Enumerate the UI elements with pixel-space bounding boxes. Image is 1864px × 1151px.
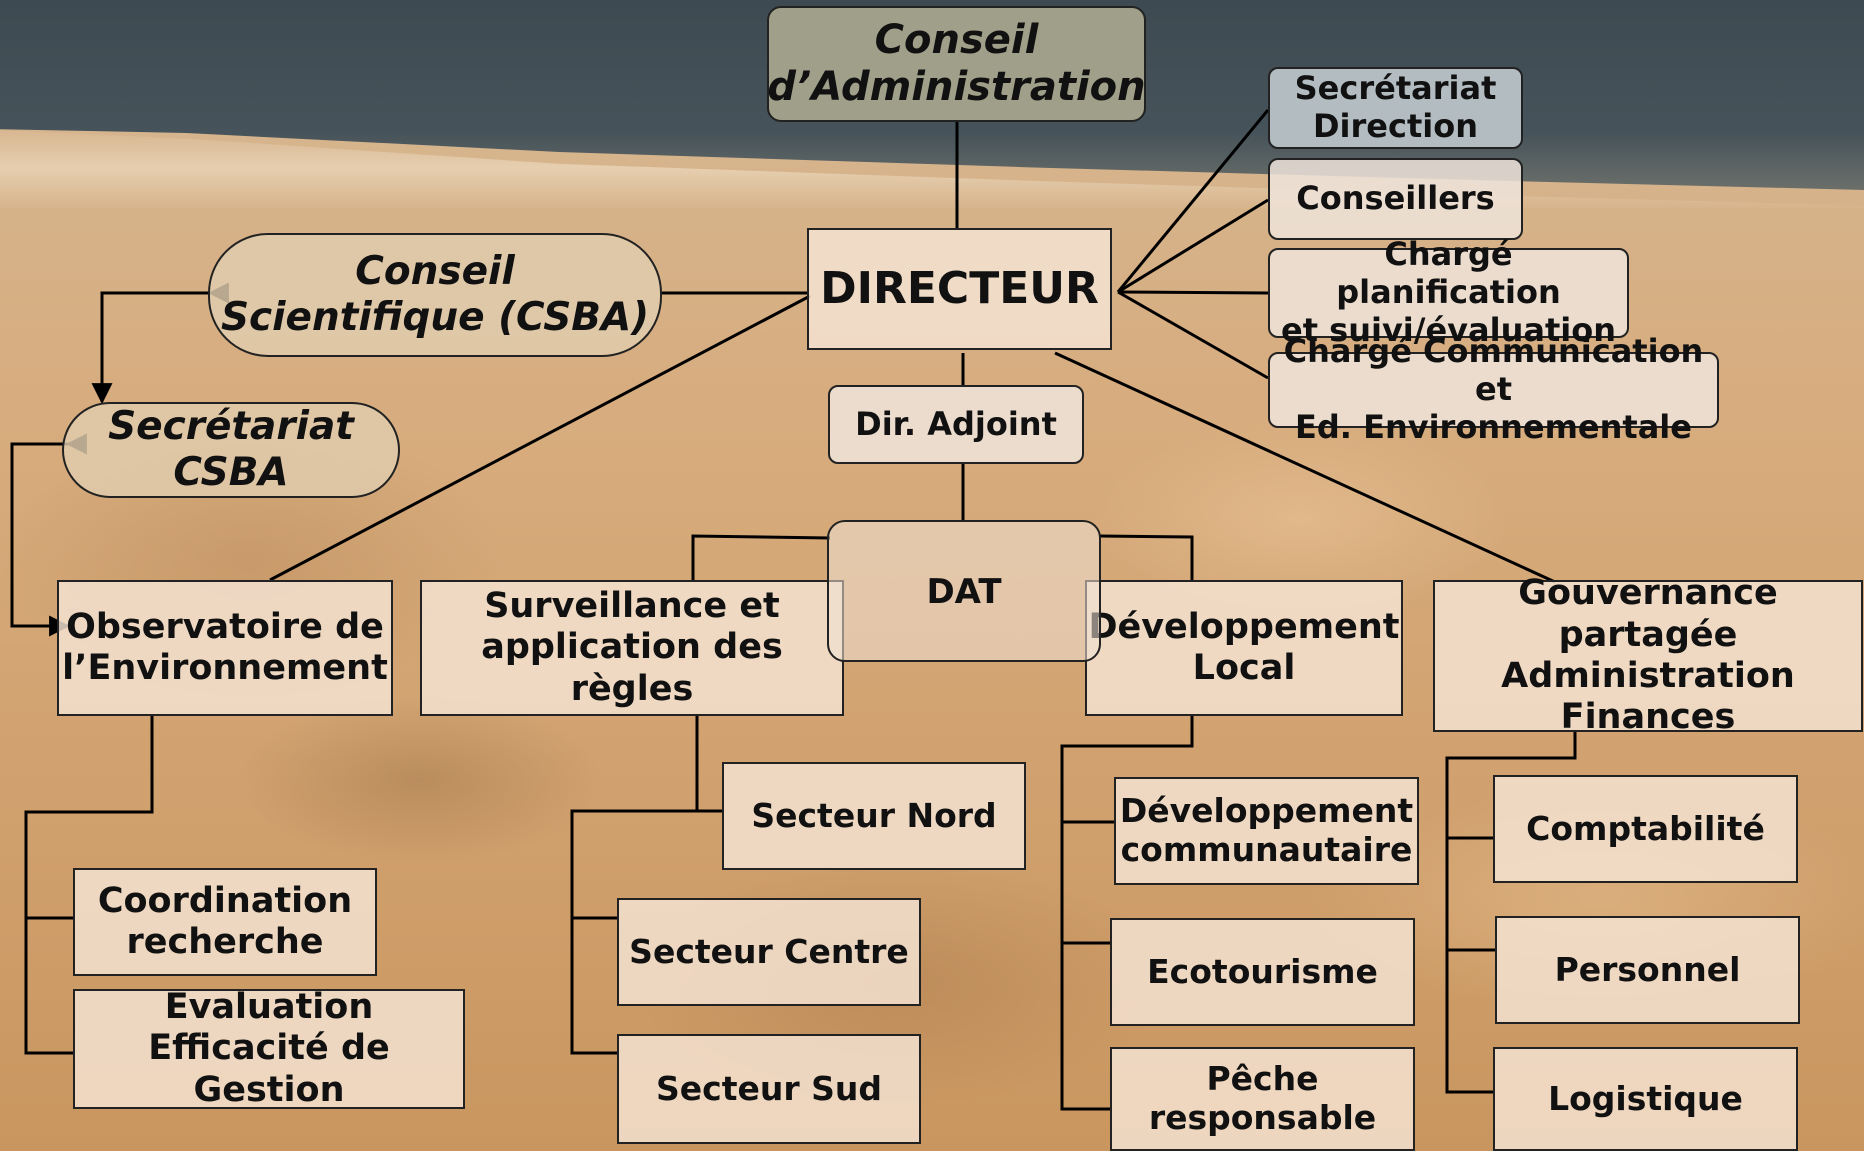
node-comptabilite: Comptabilité <box>1493 775 1798 883</box>
node-coordination-recherche: Coordination recherche <box>73 868 377 976</box>
connector-arrow-sec-obs <box>10 433 87 637</box>
connector-directeur-secretariat <box>1116 109 1270 293</box>
connector-surveillance-branch <box>570 716 699 1055</box>
node-peche-responsable: Pêche responsable <box>1110 1047 1415 1151</box>
node-developpement-communautaire: Développement communautaire <box>1114 777 1419 885</box>
node-dat: DAT <box>827 520 1101 662</box>
connector-gouvernance-branch <box>1445 732 1577 1094</box>
connector-observatoire-branch <box>24 716 154 1055</box>
node-secretariat-direction: Secrétariat Direction <box>1268 67 1523 149</box>
node-secteur-centre: Secteur Centre <box>617 898 921 1006</box>
connector-arrow-cs-sec <box>91 282 229 405</box>
node-surveillance: Surveillance et application des règles <box>420 580 844 716</box>
connector-directeur-observatoire <box>269 294 811 582</box>
connector-dat-surveillance <box>691 534 831 580</box>
node-conseil-administration: Conseil d’Administration <box>767 6 1146 122</box>
connector-directeur-conseillers <box>1117 198 1269 294</box>
node-developpement-local: Développement Local <box>1085 580 1403 716</box>
node-gouvernance: Gouvernance partagée Administration Fina… <box>1433 573 1863 737</box>
connector-directeur-communication <box>1117 290 1269 380</box>
connector-directeur-planification <box>1117 290 1269 295</box>
node-conseil-scientifique: Conseil Scientifique (CSBA) <box>208 233 662 357</box>
node-secteur-nord: Secteur Nord <box>722 762 1026 870</box>
connector-devlocal-branch <box>1060 716 1194 1111</box>
node-logistique: Logistique <box>1493 1047 1798 1151</box>
node-dir-adjoint: Dir. Adjoint <box>828 385 1084 464</box>
node-directeur: DIRECTEUR <box>807 228 1112 350</box>
node-charge-communication: Chargé Communication et Ed. Environnemen… <box>1268 332 1719 446</box>
node-evaluation-efficacite: Evaluation Efficacité de Gestion <box>73 987 465 1110</box>
node-ecotourisme: Ecotourisme <box>1110 918 1415 1026</box>
connector-dat-devlocal <box>1099 534 1194 580</box>
node-observatoire: Observatoire de l’Environnement <box>57 580 393 716</box>
node-secretariat-csba: Secrétariat CSBA <box>62 402 400 498</box>
connector-directeur-gouvernance <box>1054 351 1556 584</box>
node-conseillers: Conseillers <box>1268 158 1523 240</box>
node-secteur-sud: Secteur Sud <box>617 1034 921 1144</box>
node-personnel: Personnel <box>1495 916 1800 1024</box>
node-charge-planification: Chargé planification et suivi/évaluation <box>1268 235 1629 349</box>
